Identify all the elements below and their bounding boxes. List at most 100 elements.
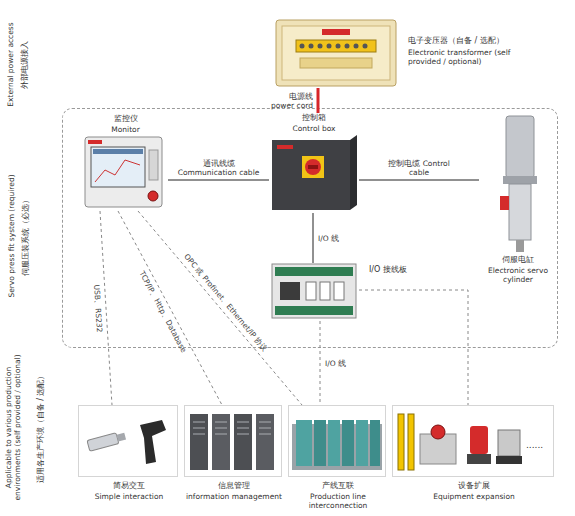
server-grille [193, 422, 271, 434]
servo-motor [506, 116, 534, 178]
connector-label: 电源线 power cord [269, 92, 313, 110]
plc-art [292, 420, 382, 470]
application-box: 简易交互Simple interaction [78, 405, 178, 477]
node-subtitle: Electronic servo cylinder [479, 266, 557, 284]
node-subtitle: Monitor [83, 125, 168, 134]
relay [320, 282, 330, 300]
node-title: I/O 接线板 [369, 265, 439, 275]
connector [320, 321, 321, 405]
servo-rod [516, 240, 524, 252]
relay-unit [498, 430, 520, 456]
node-title: 电子变压器（自备 / 选配） [408, 36, 548, 46]
side-label: 外部电源接入 [20, 17, 30, 112]
transformer-art [276, 20, 396, 86]
ellipsis-mark: ...... [526, 440, 554, 451]
monitor-art [85, 137, 162, 207]
monitor-bezel [85, 137, 162, 207]
plc-module [370, 420, 380, 466]
node-subtitle: Production line interconnection [289, 492, 387, 510]
cabinet-front [272, 140, 350, 210]
equipment-art [398, 414, 522, 470]
node-subtitle: Electronic transformer (self provided / … [408, 48, 520, 66]
connector-label: USB、RS232 [92, 284, 104, 332]
side-label: 适用各生产环境（自备 / 选配） [36, 345, 46, 510]
switch-plate [302, 156, 324, 178]
node-title: 控制箱 [269, 113, 359, 123]
push-button [431, 425, 445, 439]
relay [306, 282, 316, 300]
terminal-screw [363, 44, 368, 49]
io-board-art [272, 264, 356, 318]
screen-curve [95, 160, 140, 182]
io-board-node: I/O 接线板 [271, 263, 359, 321]
connector [317, 88, 320, 113]
switch-handle [308, 165, 318, 169]
server-art [190, 414, 274, 470]
terminal-row [275, 267, 353, 276]
side-label: Applicable to various production environ… [4, 345, 22, 510]
monitor-node: 监控仪Monitor [83, 114, 168, 211]
application-box: 信息管理information management [184, 405, 282, 477]
group-subtitle: Servo press fit system (required) [7, 141, 16, 331]
relay-base [496, 456, 522, 464]
plc-module [356, 420, 368, 466]
terminal-screw [309, 44, 314, 49]
terminal-screw [354, 44, 359, 49]
monitor-logo [88, 140, 102, 144]
connector [168, 180, 269, 181]
terminal-cover [300, 58, 372, 68]
terminal-screw [336, 44, 341, 49]
node-title: 产线互联 [289, 481, 387, 491]
beacon-base [467, 454, 491, 464]
barcode-scanner [140, 420, 166, 464]
connector [138, 211, 302, 405]
relay [334, 282, 344, 300]
connector-label: I/O 线 [318, 234, 358, 243]
transformer-node: 电子变压器（自备 / 选配） Electronic transformer (se… [270, 16, 552, 88]
light-curtain [408, 414, 414, 470]
system-group: 伺服压装系统（必选）Servo press fit system (requir… [62, 108, 558, 348]
connector-label: TCP/IP、Http、Database [137, 269, 188, 354]
terminal-screw [300, 44, 305, 49]
usb-body [87, 433, 119, 451]
plc-module [328, 420, 340, 466]
transformer-case [276, 20, 396, 86]
emergency-button [148, 191, 158, 201]
group-title: 伺服压装系统（必选） [21, 141, 31, 331]
monitor-keys [149, 150, 158, 180]
connector-label: 通讯线缆 Communication cable [177, 159, 261, 177]
transformer-panel [282, 26, 390, 80]
plc-module [296, 420, 312, 466]
terminal-row [275, 306, 353, 315]
transformer-plate [322, 29, 350, 35]
servo-node: 伺服电缸Electronic servo cylinder [479, 113, 557, 278]
node-title: 信息管理 [185, 481, 283, 491]
application-box: 产线互联Production line interconnection [288, 405, 386, 477]
servo-flange [503, 176, 537, 184]
terminal-screw [345, 44, 350, 49]
board-base [272, 264, 356, 318]
connector [313, 213, 314, 263]
terminal-strip [296, 40, 376, 52]
connector [118, 211, 222, 405]
node-title: 伺服电缸 [479, 255, 557, 265]
usb-plug [117, 433, 127, 442]
plc-module [342, 420, 354, 466]
node-title: 监控仪 [83, 114, 168, 124]
node-subtitle: Equipment expansion [393, 492, 555, 501]
control-box-art [272, 135, 357, 210]
cabinet-side [350, 135, 357, 210]
side-label: External power access [6, 17, 15, 112]
monitor-screen [91, 147, 145, 187]
connector [359, 180, 479, 181]
usb-scanner-art [87, 420, 166, 464]
servo-body [509, 184, 531, 240]
node-subtitle: Control box [269, 124, 359, 133]
servo-art [500, 116, 537, 252]
light-curtain [398, 414, 404, 470]
plc-module [314, 420, 326, 466]
control-box-node: 控制箱Control box [269, 113, 359, 213]
cabinet-logo [277, 145, 293, 149]
connector [280, 282, 300, 300]
